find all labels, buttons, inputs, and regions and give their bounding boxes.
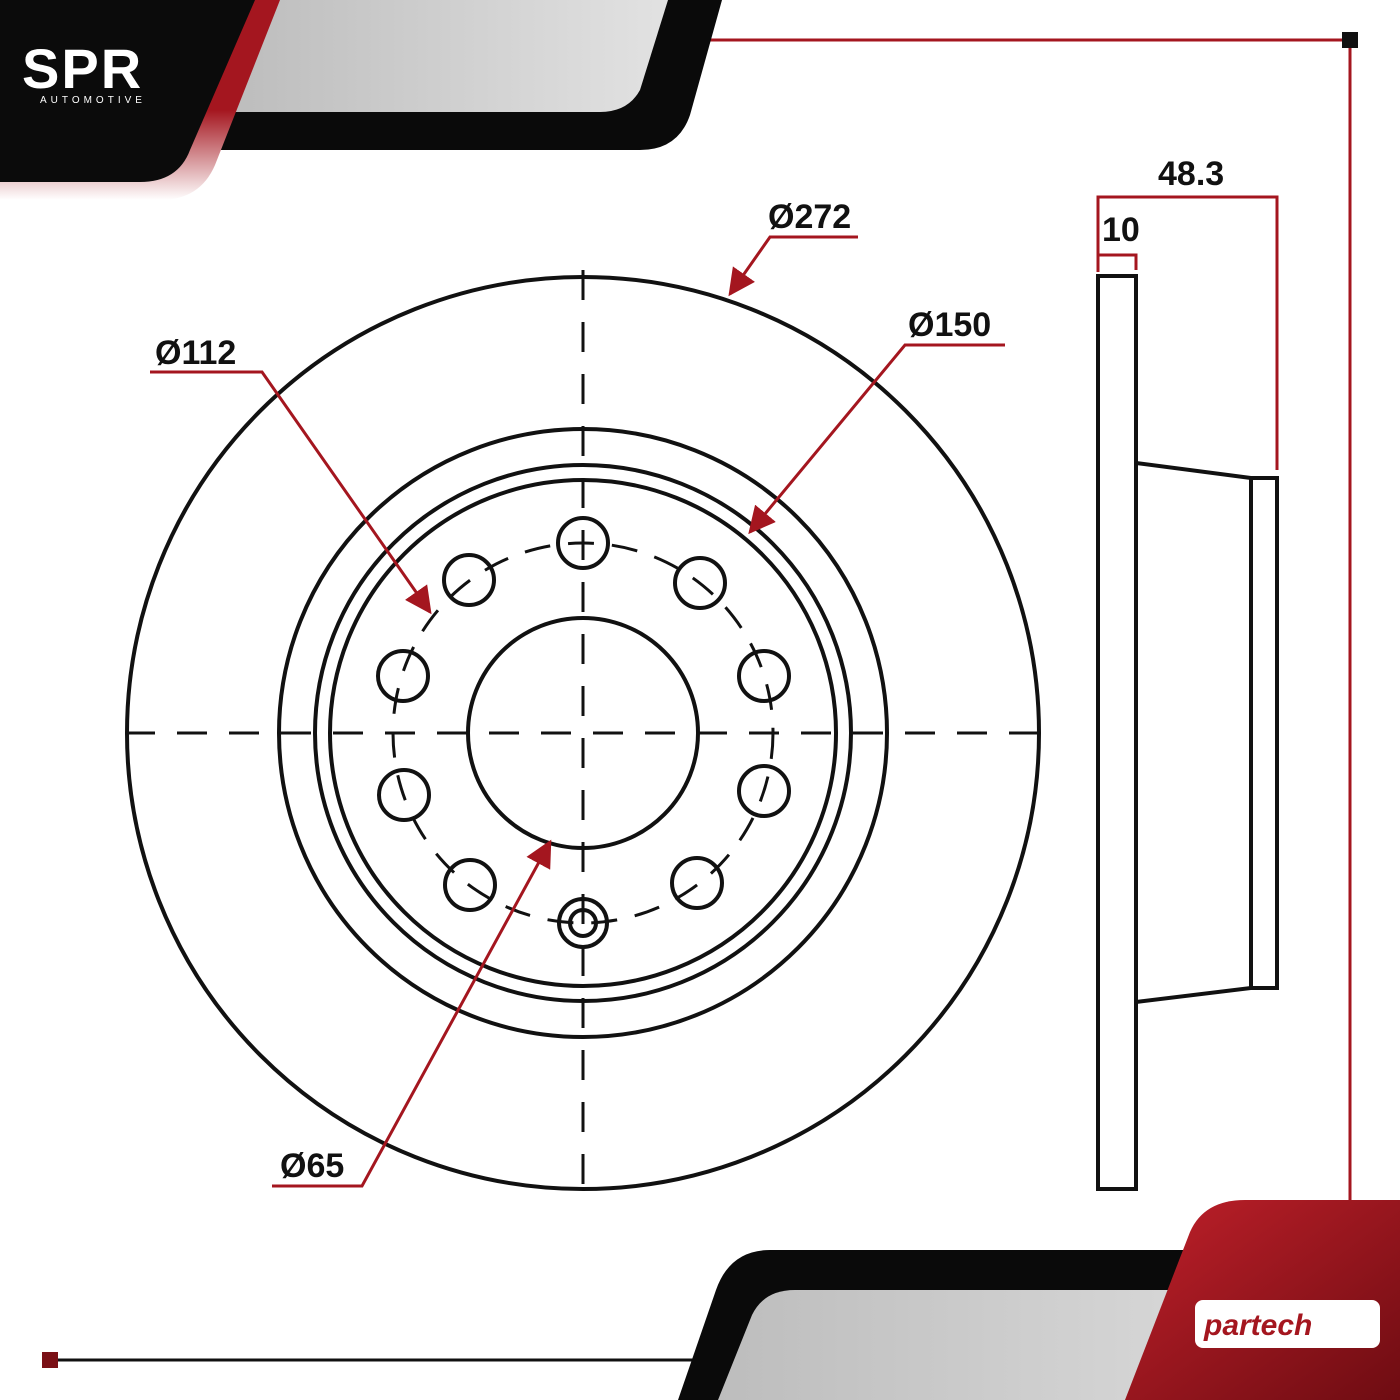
label-disc-thickness: 10 [1102, 211, 1140, 249]
top-banner: SPR AUTOMOTIVE [0, 0, 722, 200]
frame-corner-bottom-left [42, 1352, 58, 1368]
partner-logo: partech [1203, 1309, 1312, 1342]
dimension-leaders [150, 195, 1279, 1188]
bolt-hole [377, 768, 431, 822]
label-outer-diameter: Ø272 [768, 198, 851, 236]
label-hat-diameter: Ø150 [908, 306, 991, 344]
leader-outer-diameter [728, 235, 858, 297]
frame-corner-top-right [1342, 32, 1358, 48]
leader-center-bore [272, 839, 552, 1188]
top-logo-panel [0, 0, 255, 182]
label-total-height: 48.3 [1158, 155, 1224, 193]
leader-hat-diameter [748, 343, 1005, 535]
bottom-banner: partech [678, 1200, 1400, 1400]
dimension-labels: Ø272 Ø150 Ø112 Ø65 48.3 10 [155, 155, 1224, 1185]
top-banner-grey [235, 0, 668, 112]
brand-logo-sub: AUTOMOTIVE [40, 95, 146, 106]
disc-side-view [1096, 274, 1279, 1191]
bolt-hole [673, 556, 727, 610]
bolt-holes [376, 516, 791, 912]
label-center-bore: Ø65 [280, 1147, 344, 1185]
disc-front-view [125, 270, 1045, 1195]
label-bolt-circle: Ø112 [155, 334, 236, 372]
partner-logo-badge [1195, 1300, 1380, 1348]
bolt-hole [670, 856, 724, 910]
side-hat-flange [1249, 476, 1279, 990]
leader-total-height [1096, 195, 1279, 470]
bolt-hole [737, 649, 791, 703]
leader-disc-thickness [1096, 253, 1138, 270]
bolt-hole [443, 858, 497, 912]
bolt-hole [376, 649, 430, 703]
bolt-hole [442, 553, 496, 607]
side-hat-profile [1135, 461, 1253, 1004]
frame-lines [42, 32, 1358, 1368]
leader-bolt-circle [150, 370, 432, 615]
bolt-hole [556, 516, 610, 570]
side-friction-ring [1096, 274, 1138, 1191]
brand-logo-main: SPR [22, 37, 143, 100]
bolt-hole [737, 764, 791, 818]
